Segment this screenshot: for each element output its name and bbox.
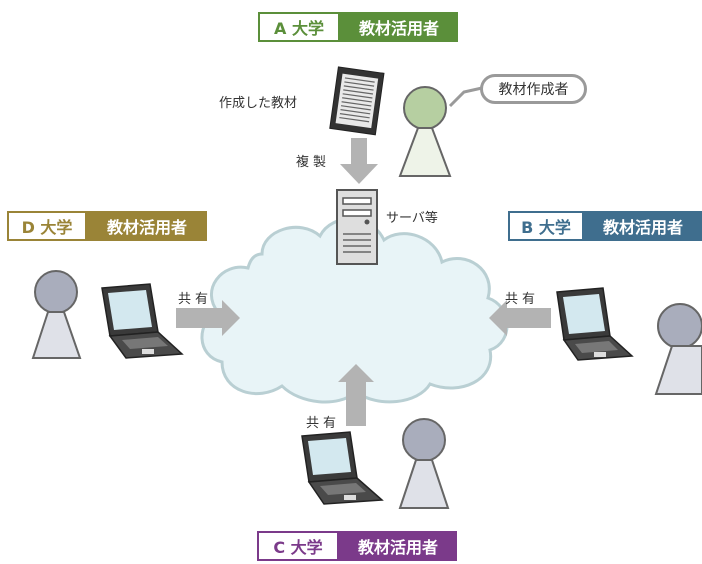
server-icon — [336, 189, 378, 265]
person-b-icon — [654, 303, 702, 395]
document-icon — [329, 66, 385, 136]
cloud-icon — [200, 217, 509, 404]
created-material-label: 作成した教材 — [219, 96, 298, 111]
univ-a-name: A 大学 — [258, 12, 340, 42]
share-arrow-d-icon — [176, 300, 240, 336]
share-arrow-c-icon — [338, 364, 374, 426]
univ-d-badge: D 大学 教材活用者 — [7, 211, 207, 241]
univ-a-badge: A 大学 教材活用者 — [258, 12, 458, 42]
share-c-label: 共有 — [306, 416, 341, 431]
share-b-label: 共有 — [505, 292, 540, 307]
share-d-label: 共有 — [178, 292, 213, 307]
univ-c-role: 教材活用者 — [339, 531, 457, 561]
copy-arrow-icon — [340, 138, 378, 184]
univ-b-badge: B 大学 教材活用者 — [508, 211, 702, 241]
creator-speech-bubble: 教材作成者 — [480, 74, 587, 104]
laptop-d-icon — [101, 283, 184, 359]
server-label: サーバ等 — [386, 211, 438, 226]
person-d-icon — [31, 270, 82, 359]
copy-label: 複製 — [296, 155, 331, 170]
univ-b-role: 教材活用者 — [584, 211, 702, 241]
creator-label: 教材作成者 — [498, 82, 569, 98]
univ-a-role: 教材活用者 — [340, 12, 458, 42]
univ-c-name: C 大学 — [257, 531, 339, 561]
bubble-tail-icon — [448, 86, 483, 108]
laptop-c-icon — [301, 431, 384, 505]
laptop-b-icon — [556, 287, 634, 361]
person-c-icon — [398, 418, 450, 509]
share-arrow-b-icon — [489, 300, 551, 336]
creator-person-icon — [398, 86, 452, 177]
univ-d-role: 教材活用者 — [87, 211, 207, 241]
univ-d-name: D 大学 — [7, 211, 87, 241]
univ-c-badge: C 大学 教材活用者 — [257, 531, 457, 561]
univ-b-name: B 大学 — [508, 211, 584, 241]
